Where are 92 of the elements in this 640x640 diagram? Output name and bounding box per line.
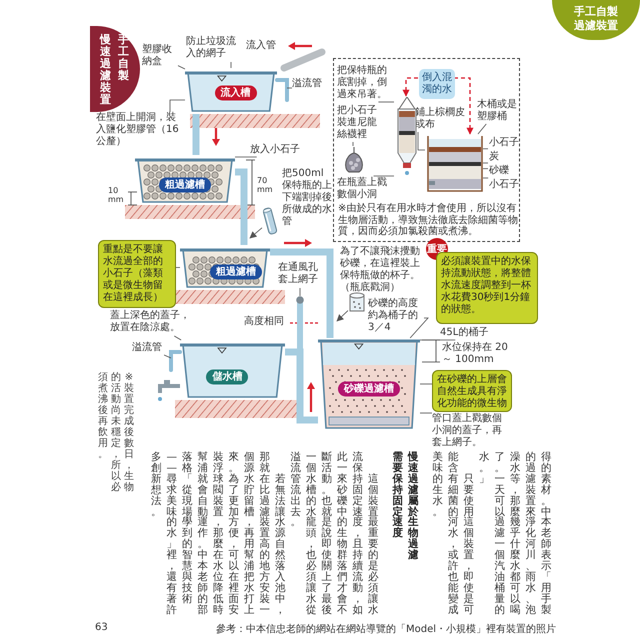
annotation-text: 管口蓋上戳數個小洞的蓋子，再套上網子。 xyxy=(432,413,510,449)
note-text: 的活動尚未穩定，所以必 xyxy=(111,372,121,493)
water-pipe xyxy=(192,114,200,155)
arrow xyxy=(454,77,474,135)
leader-line xyxy=(164,354,172,358)
leader-line xyxy=(420,412,432,414)
note-text: ※由於只有在用水時才會使用，所以沒有生物層活動，導致無法徹底去除細菌等物質，因而必須加氯殺菌或煮沸。 xyxy=(338,203,518,238)
annotation-text: 蓋上深色的蓋子，放置在陰涼處。 xyxy=(110,310,194,336)
leader-line xyxy=(178,65,186,70)
annotation-text: 砂礫 xyxy=(489,165,511,178)
note-text: 須煮沸後再飲用。 xyxy=(98,372,108,460)
annotation-text: 在壁面上開洞，裝入鹽化塑膠管（16公釐） xyxy=(96,112,184,150)
annotation-text: 放入小石子 xyxy=(250,144,304,157)
body-text: ——尋求美味的水」裡，還有著許 xyxy=(166,452,177,616)
body-text: 水。」 xyxy=(479,452,490,485)
water-pipe xyxy=(270,248,334,338)
leader-line xyxy=(352,142,354,146)
title-text: 慢速過濾裝置 xyxy=(100,34,111,107)
annotation-text: 高度相同 xyxy=(244,316,285,329)
body-text: 落格「從現場學到的智慧與技術 xyxy=(182,452,192,605)
water-pipe xyxy=(235,168,248,245)
section-badge: 手工自製過濾裝置 xyxy=(552,0,640,40)
annotation-text: 在通風孔套上網子 xyxy=(278,262,322,288)
body-text: 美味的生水。 xyxy=(432,452,443,518)
body-text: 個源水貯留槽，再用幫浦把水打上 xyxy=(244,452,254,616)
annotation-text: 塑膠收納盒 xyxy=(142,44,178,70)
reference-note: 參考：中本信忠老師的網站在網站導覽的「Model・小規模」裡有裝置的照片 xyxy=(214,624,556,637)
body-text: 一個水槽的水龍頭，也必須讓水從 xyxy=(306,452,316,616)
body-text: 這個裝置最重要的是必須讓水 xyxy=(368,474,378,616)
body-text: 了。一天可以過濾一個汽油桶量的 xyxy=(494,452,505,616)
leader-line xyxy=(170,100,186,112)
section-heading: 需要保持固定速度 xyxy=(392,452,403,540)
annotation-text: 為了不讓飛沫攪動砂礫，在這裡裝上保特瓶做的杯子。（瓶底戳洞） xyxy=(340,246,420,294)
body-text: 流保持固定速度，且持續流動，如 xyxy=(352,452,363,616)
arrow xyxy=(336,310,348,322)
note-callout: 必須讓裝置中的水保持流動狀態，將整體水流速度調整到一杯水花費30秒到1分鐘的狀態。 xyxy=(436,252,538,324)
leader-line xyxy=(234,156,258,158)
leader-line xyxy=(478,124,487,134)
dimension-label: 10 mm xyxy=(108,186,124,206)
body-text: 澡水等，那麼幾乎什麼水都可以喝 xyxy=(510,452,520,616)
body-text: 能含有細菌的河水，或許也能變成 xyxy=(448,452,458,616)
annotation-text: 防止垃圾流入的網子 xyxy=(186,36,242,62)
body-text: 溢流管流出去。 xyxy=(290,452,301,528)
leader-line xyxy=(418,132,426,150)
body-text: 那就在比過濾裝置高的地方安裝一 xyxy=(260,452,270,616)
annotation-text: 木桶或是塑膠桶 xyxy=(477,99,519,125)
body-text: 只要使用這個裝置，即使是可 xyxy=(464,474,474,616)
arrow xyxy=(402,77,418,97)
annotation-text: 把500ml保特瓶的上下端割掉後所做成的水管 xyxy=(282,168,332,230)
body-text: 的過濾裝置來淨化河川、雨水、泡 xyxy=(526,452,536,616)
annotation-text: 在瓶蓋上戳數個小洞 xyxy=(337,177,391,203)
section-heading: 慢速過濾屬於生物過濾 xyxy=(408,452,418,562)
body-text: 斷活動。也就是說即使關上了最後 xyxy=(322,452,332,616)
body-text: 來。為了更加方便，可以在裡面安 xyxy=(228,452,239,616)
leader-line xyxy=(482,168,488,170)
body-text: 若無法讓水源自然落入池中， xyxy=(275,474,286,616)
body-text: 多創新想法。 xyxy=(151,452,162,518)
body-text: 得的素材。中本老師表示「用手製 xyxy=(541,452,552,616)
dimension-label: 70 mm xyxy=(257,176,274,196)
speech-bubble: 倒入混濁的水 xyxy=(419,69,455,99)
tank-label: 砂礫過濾槽 xyxy=(338,381,400,396)
note-callout: 在砂礫的上層會自然生成具有淨化功能的微生物 xyxy=(432,370,512,412)
leader-line xyxy=(176,267,180,268)
annotation-text: 把小石子裝進尼龍絲襪裡 xyxy=(337,105,381,143)
note-text: ※裝置完成後數日，生物 xyxy=(124,372,134,493)
tank-label: 儲水槽 xyxy=(206,370,248,385)
note-callout: 重點是不要讓水流過全部的小石子（藻類或是微生物留在這裡成長） xyxy=(98,240,176,308)
leader-line xyxy=(482,162,488,164)
arrow xyxy=(249,227,262,238)
annotation-text: 炭 xyxy=(489,151,503,164)
page-number: 63 xyxy=(95,622,109,634)
leader-line xyxy=(410,318,429,338)
leader-line xyxy=(482,148,488,150)
leader-line xyxy=(230,62,232,68)
tank-label: 粗過濾槽 xyxy=(210,264,262,280)
annotation-text: 砂礫的高度約為桶子的3／4 xyxy=(368,298,424,336)
tank-label: 粗過濾槽 xyxy=(159,178,211,192)
tank-label: 流入槽 xyxy=(214,86,257,101)
annotation-text: 流入管 xyxy=(246,40,277,53)
annotation-text: 溢流管 xyxy=(292,78,326,91)
dashed-frame xyxy=(333,58,520,242)
annotation-text: 水位保持在 20 ～ 100mm xyxy=(442,342,509,367)
annotation-text: 小石子 xyxy=(489,179,519,192)
leader-line xyxy=(174,336,182,340)
annotation-text: 45L的桶子 xyxy=(440,327,496,340)
water-pipe xyxy=(285,348,318,424)
body-text: 裝浮球閥裝置，那麼在水位降低時 xyxy=(213,452,224,616)
annotation-text: 溢流管 xyxy=(132,342,166,355)
body-text: 幫浦就會自動運作。中本老師的部 xyxy=(198,452,208,616)
annotation-text: 把保特瓶的底割掉，倒過來吊著。 xyxy=(337,65,391,103)
annotation-text: 小石子 xyxy=(489,137,519,150)
body-text: 此一來砂礫中的生物群落們才會不 xyxy=(337,452,348,616)
